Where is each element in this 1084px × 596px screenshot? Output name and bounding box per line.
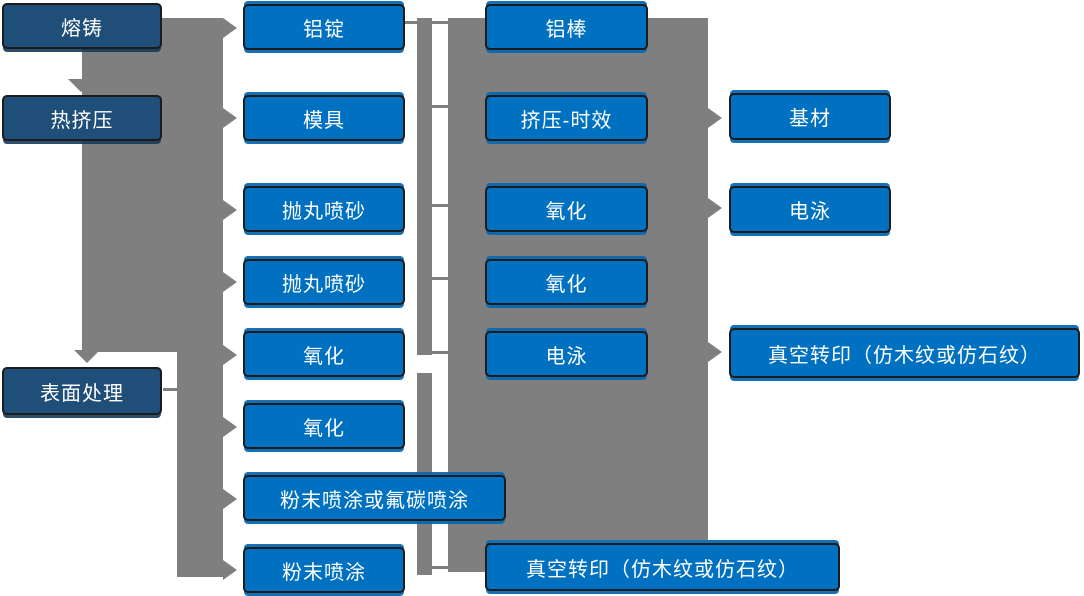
node-label: 氧化 [303,417,345,440]
node-label: 氧化 [303,345,345,368]
node-surface-treatment: 表面处理 [2,367,162,415]
node-electrophoresis-1: 电泳 [485,331,648,377]
node-powder-or-fluorocarbon-coating: 粉末喷涂或氟碳喷涂 [243,475,506,521]
node-label: 粉末喷涂 [282,561,366,584]
connector-stub-row1 [405,21,450,24]
arrow-right-icon-oxidation-1 [223,345,237,365]
node-label: 电泳 [789,201,831,223]
node-label: 基材 [789,108,831,130]
node-electrophoresis-2: 电泳 [729,186,891,233]
arrow-right-icon-mold [223,108,237,128]
node-label: 粉末喷涂或氟碳喷涂 [280,489,469,512]
node-oxidation-2: 氧化 [243,403,405,449]
node-label: 铝锭 [303,18,345,41]
connector-stub-row2 [429,105,450,108]
arrow-right-icon-substrate [708,108,722,128]
connector-stub-row3 [429,204,450,207]
node-vacuum-transfer-2: 真空转印（仿木纹或仿石纹） [729,328,1080,378]
node-aluminum-rod: 铝棒 [485,4,648,50]
arrow-right-icon-oxidation-2 [223,417,237,437]
node-label: 氧化 [545,273,588,296]
arrow-right-icon-shot-blasting-1 [223,200,237,220]
node-oxidation-3: 氧化 [485,186,648,232]
node-label: 熔铸 [61,17,103,40]
node-label: 挤压-时效 [520,109,613,132]
connector-stub-surface-treatment [163,388,179,391]
node-extrusion-aging: 挤压-时效 [485,95,648,141]
node-shot-blasting-1: 抛丸喷砂 [243,186,405,232]
node-label: 抛丸喷砂 [282,273,366,296]
node-vacuum-transfer-1: 真空转印（仿木纹或仿石纹） [485,543,840,591]
arrow-down-icon-hot-extrusion [68,79,94,92]
arrow-right-icon-shot-blasting-2 [223,272,237,292]
node-powder-coating: 粉末喷涂 [243,547,405,593]
node-label: 真空转印（仿木纹或仿石纹） [526,558,799,581]
connector-band-mid-upper [417,18,432,355]
arrow-right-icon-powder-or-fluorocarbon [223,489,237,509]
node-mold: 模具 [243,95,405,141]
node-oxidation-1: 氧化 [243,331,405,377]
node-label: 氧化 [545,200,588,223]
node-oxidation-4: 氧化 [485,259,648,305]
connector-stub-row4 [429,277,450,280]
connector-band-mid-lower [417,373,432,575]
arrow-down-icon-surface-treatment [74,350,100,363]
connector-band-left-lower [177,340,223,577]
node-substrate: 基材 [729,93,891,140]
node-melt: 熔铸 [2,3,162,49]
node-label: 抛丸喷砂 [282,200,366,223]
arrow-right-icon-vacuum-transfer-2 [708,342,722,362]
arrow-right-icon-powder-coating [223,560,237,580]
node-label: 模具 [303,109,345,132]
node-hot-extrusion: 热挤压 [2,95,162,141]
arrow-right-icon-electrophoresis-2 [708,198,722,218]
node-label: 真空转印（仿木纹或仿石纹） [768,344,1041,367]
node-aluminum-ingot: 铝锭 [243,4,405,50]
connector-trunk-right-foot [448,540,490,572]
connector-stub-row5 [429,351,450,354]
node-label: 热挤压 [50,109,114,132]
node-shot-blasting-2: 抛丸喷砂 [243,259,405,305]
arrow-right-icon-aluminum-ingot [223,18,237,38]
node-label: 铝棒 [545,18,588,41]
node-label: 电泳 [545,345,588,368]
node-label: 表面处理 [40,382,124,405]
connector-stub-row8 [429,566,450,569]
connector-band-left-main [82,18,223,352]
